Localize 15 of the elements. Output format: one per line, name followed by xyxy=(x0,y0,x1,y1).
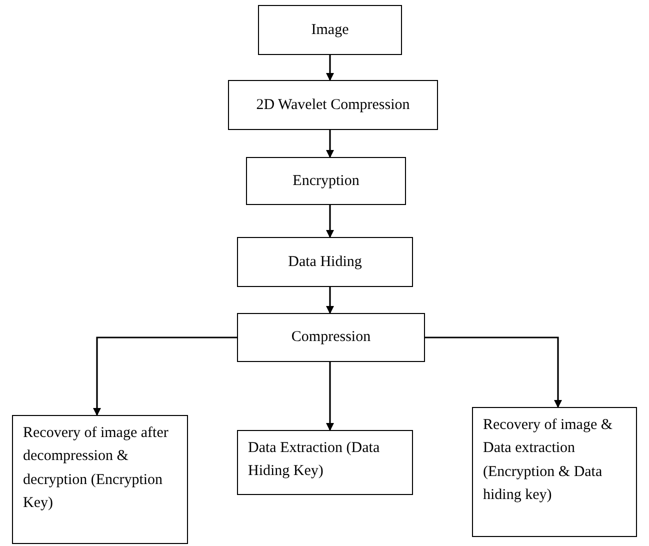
process-box: Data Hiding xyxy=(237,237,413,287)
process-box: Image xyxy=(258,5,402,55)
arrow xyxy=(326,130,334,158)
arrow xyxy=(93,336,237,416)
process-box: Recovery of image & Data extraction (Encryption & Data hiding key) xyxy=(472,407,637,537)
arrow xyxy=(326,362,334,431)
process-box: Compression xyxy=(237,313,425,362)
arrow xyxy=(425,336,562,408)
arrow xyxy=(326,287,334,314)
process-box: Data Extraction (Data Hiding Key) xyxy=(237,430,413,495)
process-box: Encryption xyxy=(246,157,406,205)
arrow xyxy=(326,205,334,238)
process-box: 2D Wavelet Compression xyxy=(228,80,438,130)
arrow xyxy=(326,55,334,81)
process-box: Recovery of image after decompression & decryption (Encryption Key) xyxy=(12,415,188,544)
